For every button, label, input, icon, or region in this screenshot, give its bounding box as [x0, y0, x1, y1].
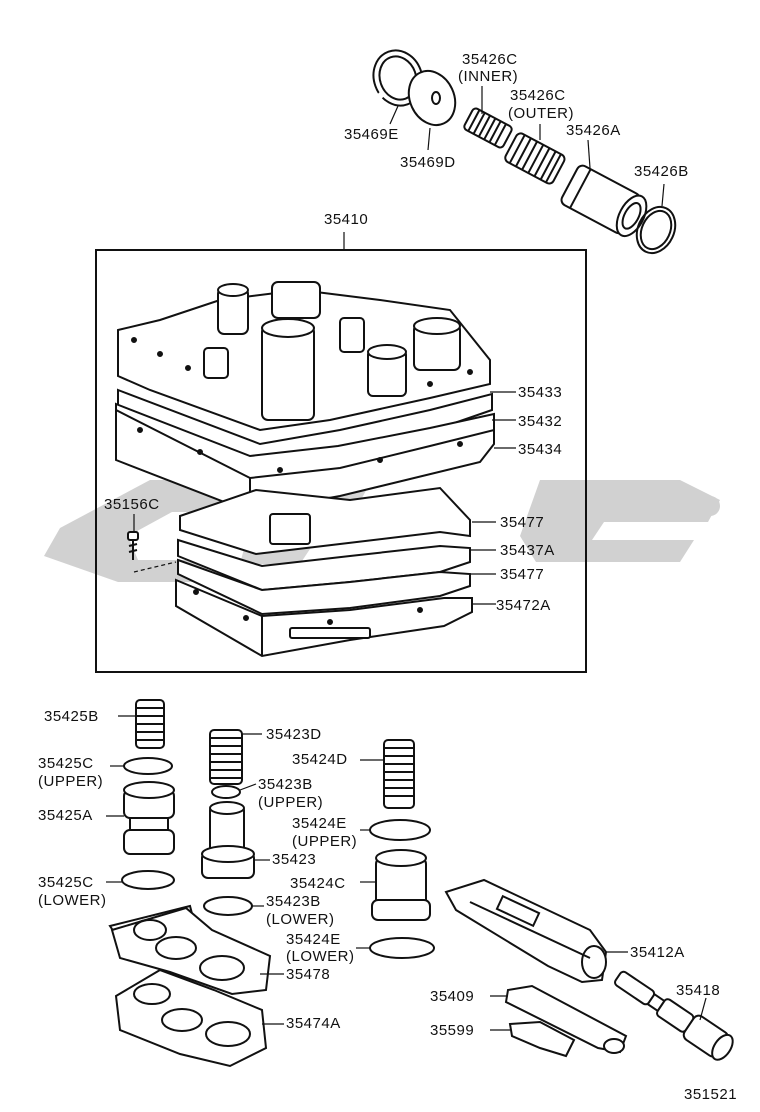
valve-body-assembly-frame: [95, 249, 587, 673]
o-ring-35423B-lower: [203, 896, 253, 916]
o-ring-35423B-upper: [211, 785, 241, 799]
piston-35423: [201, 801, 255, 879]
label-35418: 35418: [676, 982, 721, 999]
label-35425C-lower: 35425C: [38, 874, 94, 891]
bolt-35156C: [127, 531, 139, 560]
leader-35426B: [661, 183, 665, 207]
o-ring-35425C-lower: [121, 870, 175, 890]
piston-35425A: [123, 781, 175, 855]
label-35425A: 35425A: [38, 807, 93, 824]
label-35426C-inner: 35426C: [462, 51, 518, 68]
plate-35474A: [114, 968, 268, 1068]
label-35423B-lower: 35423B: [266, 893, 321, 910]
label-35425C-upper: 35425C: [38, 755, 94, 772]
parts-35423-group: [201, 729, 255, 916]
label-35424E-upper: 35424E: [292, 815, 347, 832]
spring-35423D: [209, 729, 243, 785]
label-35409: 35409: [430, 988, 475, 1005]
label-upper-3: (UPPER): [292, 833, 358, 850]
figure-id: 351521: [684, 1086, 738, 1103]
label-upper-1: (UPPER): [38, 773, 104, 790]
label-lower-2: (LOWER): [266, 911, 335, 928]
label-35434: 35434: [518, 441, 563, 458]
label-35156C: 35156C: [104, 496, 160, 513]
label-35423: 35423: [272, 851, 317, 868]
leaders-35425: [106, 715, 136, 883]
label-35412A: 35412A: [630, 944, 685, 961]
spring-35426C-outer: [504, 132, 566, 185]
label-inner: (INNER): [458, 68, 519, 85]
label-35478: 35478: [286, 966, 331, 983]
label-35477-lower: 35477: [500, 566, 545, 583]
label-35469D: 35469D: [400, 154, 456, 171]
label-35469E: 35469E: [344, 126, 399, 143]
label-lower-1: (LOWER): [38, 892, 107, 909]
leader-35426A: [587, 139, 591, 169]
label-lower-3: (LOWER): [286, 948, 355, 965]
clip-35599: [508, 1020, 576, 1058]
label-35433: 35433: [518, 384, 563, 401]
label-35423B-upper: 35423B: [258, 776, 313, 793]
spring-35424D: [383, 739, 415, 809]
label-35425B: 35425B: [44, 708, 99, 725]
label-35424D: 35424D: [292, 751, 348, 768]
label-35437A: 35437A: [500, 542, 555, 559]
o-ring-35424E-upper: [369, 819, 431, 841]
leaders-35424: [356, 759, 384, 949]
o-ring-35424E-lower: [369, 937, 435, 959]
snap-ring-35469E: [372, 49, 424, 107]
leader-35469E: [389, 105, 399, 125]
label-35424C: 35424C: [290, 875, 346, 892]
label-35410: 35410: [324, 211, 369, 228]
label-upper-2: (UPPER): [258, 794, 324, 811]
label-35474A: 35474A: [286, 1015, 341, 1032]
leader-35469D: [427, 127, 431, 151]
body-35412A: [444, 878, 608, 984]
valve-body-stack: [115, 281, 495, 658]
label-35426A: 35426A: [566, 122, 621, 139]
o-ring-35426B: [635, 205, 677, 255]
label-35477-upper: 35477: [500, 514, 545, 531]
label-outer: (OUTER): [508, 105, 574, 122]
label-35426C-outer: 35426C: [510, 87, 566, 104]
valve-35418: [614, 970, 734, 1061]
label-35432: 35432: [518, 413, 563, 430]
spring-35426C-inner: [463, 107, 513, 149]
label-35423D: 35423D: [266, 726, 322, 743]
leader-35418: [699, 997, 707, 1021]
parts-35424-group: [369, 739, 435, 959]
label-35472A: 35472A: [496, 597, 551, 614]
piston-35426A: [560, 164, 648, 238]
retainer-35469D: [407, 69, 457, 127]
o-ring-35425C-upper: [123, 757, 173, 775]
gasket-35478: [110, 906, 272, 996]
spring-35425B: [135, 699, 165, 749]
label-35424E-lower: 35424E: [286, 931, 341, 948]
piston-35424C: [371, 849, 431, 921]
label-35426B: 35426B: [634, 163, 689, 180]
plate-35409: [504, 984, 628, 1054]
label-35599: 35599: [430, 1022, 475, 1039]
leaders-35423: [239, 733, 270, 907]
